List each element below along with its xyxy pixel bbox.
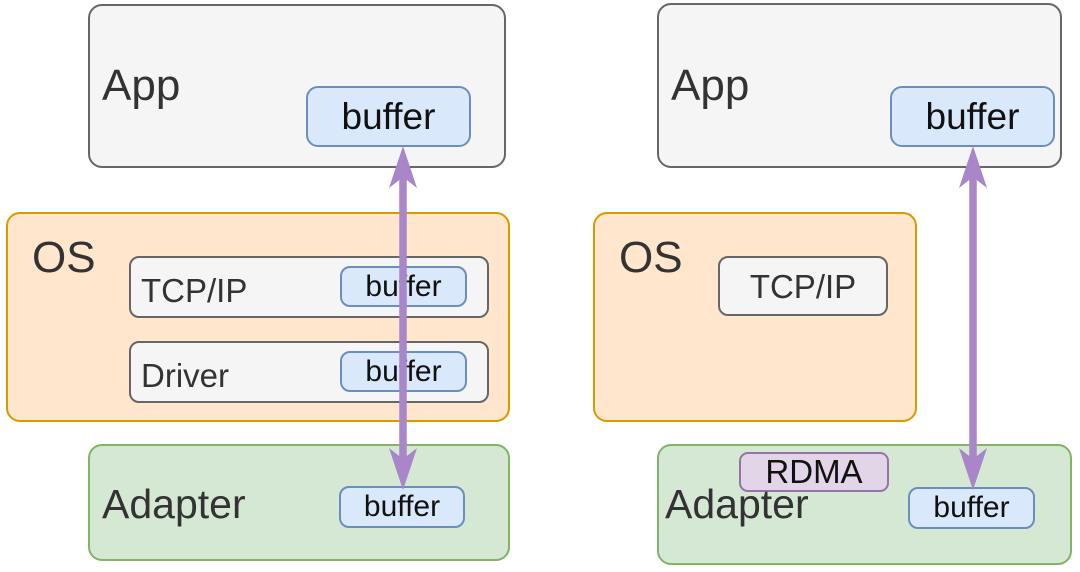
right-os-label: OS [619, 233, 683, 282]
right-adapter-box: RDMA Adapter buffer [657, 444, 1072, 565]
left-adapter-label: Adapter [102, 481, 246, 527]
left-driver-label: Driver [141, 357, 229, 394]
left-driver-box: Driver buffer [129, 341, 489, 403]
right-adapter-label: Adapter [665, 481, 809, 527]
right-app-box: App buffer [657, 3, 1062, 168]
bidirectional-arrow-icon-left [389, 146, 417, 490]
left-adapter-box: Adapter buffer [88, 444, 510, 561]
left-app-box: App buffer [88, 4, 506, 168]
left-app-label: App [102, 61, 181, 110]
right-tcpip-label: TCP/IP [749, 267, 857, 305]
bidirectional-arrow-icon-right [959, 146, 987, 490]
right-rdma-box: RDMA [739, 452, 889, 492]
left-tcpip-box: TCP/IP buffer [129, 256, 489, 318]
right-adapter-buffer: buffer [908, 487, 1035, 529]
right-app-buffer: buffer [890, 86, 1055, 147]
left-tcpip-label: TCP/IP [141, 272, 248, 309]
right-tcpip-box: TCP/IP [718, 256, 888, 316]
left-adapter-buffer: buffer [339, 486, 465, 528]
right-os-box: OS TCP/IP [593, 212, 917, 422]
left-app-buffer: buffer [306, 86, 471, 147]
right-app-label: App [671, 61, 750, 110]
left-os-box: OS TCP/IP buffer Driver buffer [6, 212, 510, 422]
left-os-label: OS [32, 233, 96, 282]
